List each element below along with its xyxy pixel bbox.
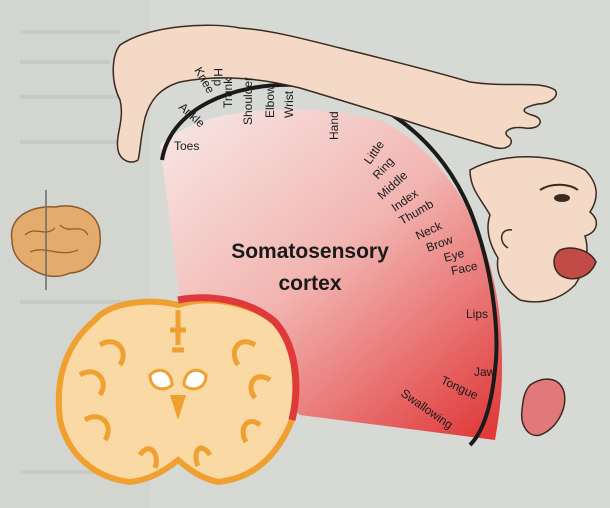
- label-toes: Toes: [174, 139, 199, 153]
- label-trunk: Trunk: [221, 77, 235, 108]
- label-hand: Hand: [327, 111, 341, 140]
- label-shoulder: Shoulder: [241, 77, 255, 125]
- label-elbow: Elbow: [263, 85, 277, 118]
- label-wrist: Wrist: [282, 90, 296, 118]
- diagram-title-line2: cortex: [278, 272, 341, 295]
- label-jaw: Jaw: [474, 365, 496, 379]
- coronal-brain-section: [59, 298, 297, 482]
- label-lips: Lips: [466, 307, 488, 321]
- diagram-title-line1: Somatosensory: [231, 240, 389, 263]
